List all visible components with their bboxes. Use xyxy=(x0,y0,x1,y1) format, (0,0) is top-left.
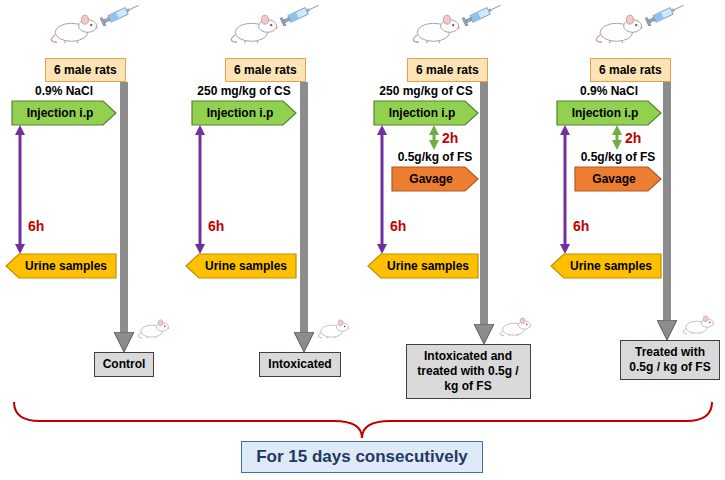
timeline-arrow xyxy=(663,82,671,320)
group-size-box: 6 male rats xyxy=(45,58,126,82)
group-name-text: Intoxicated xyxy=(268,357,331,372)
injection-arrow-shape: Injection i.p xyxy=(557,101,661,125)
group-size-box: 6 male rats xyxy=(407,58,488,82)
group-size-text: 6 male rats xyxy=(234,63,297,77)
curly-brace xyxy=(14,402,712,438)
delay-double-arrow xyxy=(616,135,619,140)
dose-text: 250 mg/kg of CS xyxy=(374,84,478,98)
step-text: Injection i.p xyxy=(20,106,100,120)
time-label: 2h xyxy=(440,130,460,146)
dose-text: 250 mg/kg of CS xyxy=(192,84,296,98)
gavage-arrow: 0.5g/kg of FS Gavage xyxy=(575,150,661,191)
duration-double-arrow xyxy=(19,135,22,244)
step-text: Injection i.p xyxy=(382,106,462,120)
timeline-arrow xyxy=(300,82,308,332)
urine-sample-arrow-shape: Urine samples xyxy=(186,254,296,278)
time-label: 6h xyxy=(571,218,591,234)
urine-sample-arrow: Urine samples xyxy=(6,254,116,278)
injection-arrow-shape: Injection i.p xyxy=(192,101,296,125)
group-label-box: Intoxicated and treated with 0.5g / kg o… xyxy=(406,344,531,399)
urine-sample-arrow-shape: Urine samples xyxy=(6,254,116,278)
duration-box: For 15 days consecutively xyxy=(241,441,483,473)
step-text: Urine samples xyxy=(386,259,470,273)
step-text: Gavage xyxy=(400,172,462,186)
dose-text: 0.9% NaCl xyxy=(557,84,661,98)
group-size-text: 6 male rats xyxy=(599,63,662,77)
group-size-box: 6 male rats xyxy=(225,58,306,82)
dose-text: 0.9% NaCl xyxy=(12,84,116,98)
gavage-arrow: 0.5g/kg of FS Gavage xyxy=(392,150,478,191)
dose-text: 0.5g/kg of FS xyxy=(575,150,661,164)
syringe-icons xyxy=(100,1,685,26)
injection-arrow: 0.9% NaClInjection i.p xyxy=(12,84,116,125)
injection-arrow-shape: Injection i.p xyxy=(12,101,116,125)
delay-double-arrow xyxy=(433,135,436,140)
group-label-box: Control xyxy=(94,352,155,377)
urine-sample-arrow: Urine samples xyxy=(551,254,661,278)
group-size-text: 6 male rats xyxy=(416,63,479,77)
group-name-text: Treated with 0.5g / kg of FS xyxy=(629,345,711,375)
urine-sample-arrow-shape: Urine samples xyxy=(551,254,661,278)
duration-double-arrow xyxy=(199,135,202,244)
step-text: Urine samples xyxy=(204,259,288,273)
time-label: 6h xyxy=(26,218,46,234)
duration-text: For 15 days consecutively xyxy=(256,447,468,467)
group-label-box: Intoxicated xyxy=(259,352,340,377)
rat-icons xyxy=(51,15,714,338)
injection-arrow: 0.9% NaClInjection i.p xyxy=(557,84,661,125)
timeline-arrow xyxy=(120,82,128,332)
group-name-text: Control xyxy=(103,357,146,372)
duration-double-arrow xyxy=(564,135,567,244)
step-text: Injection i.p xyxy=(200,106,280,120)
time-label: 6h xyxy=(388,218,408,234)
injection-arrow: 250 mg/kg of CS Injection i.p xyxy=(374,84,478,125)
urine-sample-arrow: Urine samples xyxy=(368,254,478,278)
step-text: Gavage xyxy=(583,172,645,186)
gavage-arrow-shape: Gavage xyxy=(575,167,661,191)
group-size-text: 6 male rats xyxy=(54,63,117,77)
time-label: 6h xyxy=(206,218,226,234)
dose-text: 0.5g/kg of FS xyxy=(392,150,478,164)
gavage-arrow-shape: Gavage xyxy=(392,167,478,191)
urine-sample-arrow: Urine samples xyxy=(186,254,296,278)
step-text: Urine samples xyxy=(569,259,653,273)
time-label: 2h xyxy=(623,130,643,146)
group-size-box: 6 male rats xyxy=(590,58,671,82)
injection-arrow: 250 mg/kg of CS Injection i.p xyxy=(192,84,296,125)
step-text: Injection i.p xyxy=(565,106,645,120)
urine-sample-arrow-shape: Urine samples xyxy=(368,254,478,278)
group-label-box: Treated with 0.5g / kg of FS xyxy=(620,340,720,380)
timeline-arrow xyxy=(480,82,488,324)
step-text: Urine samples xyxy=(24,259,108,273)
group-name-text: Intoxicated and treated with 0.5g / kg o… xyxy=(415,349,522,394)
injection-arrow-shape: Injection i.p xyxy=(374,101,478,125)
duration-double-arrow xyxy=(381,135,384,244)
